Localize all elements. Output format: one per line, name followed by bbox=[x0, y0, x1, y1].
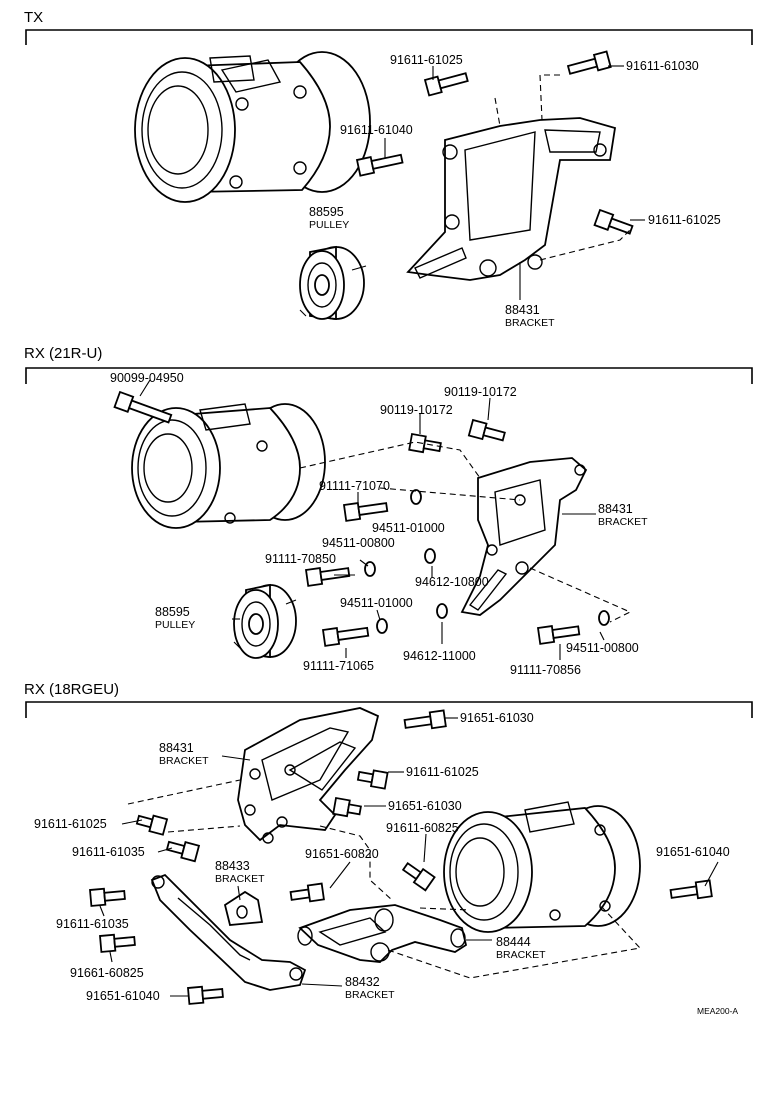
part-number-label: 88444 bbox=[496, 935, 531, 949]
part-number-label: 88595 bbox=[155, 605, 190, 619]
part-number-label: 94511-01000 bbox=[340, 596, 413, 610]
part-number-label: 91611-61025 bbox=[648, 213, 721, 227]
part-number-label: 91611-61040 bbox=[340, 123, 413, 137]
leader-lines bbox=[99, 717, 719, 997]
section-tx: TX bbox=[24, 9, 753, 329]
section-bracket-line-tx bbox=[25, 29, 753, 45]
bracket-illustration bbox=[223, 890, 264, 926]
part-number-label: 91651-61040 bbox=[656, 845, 730, 859]
bracket-illustration bbox=[406, 117, 617, 281]
part-number-label: 91651-61040 bbox=[86, 989, 160, 1003]
section-bracket-line-rx-21r-u bbox=[25, 367, 753, 384]
part-name-label: PULLEY bbox=[309, 219, 349, 231]
part-number-label: 91611-61030 bbox=[626, 59, 699, 73]
part-number-label: 91651-60820 bbox=[305, 847, 379, 861]
section-title-tx: TX bbox=[24, 9, 43, 26]
part-number-label: 90119-10172 bbox=[380, 403, 453, 417]
leader-lines bbox=[384, 65, 645, 300]
compressor-illustration bbox=[131, 403, 326, 529]
part-number-label: 88431 bbox=[598, 502, 633, 516]
part-number-label: 94511-00800 bbox=[566, 641, 639, 655]
part-name-label: BRACKET bbox=[505, 317, 555, 329]
part-number-label: 91111-70850 bbox=[265, 552, 336, 566]
part-number-label: 91661-60825 bbox=[70, 966, 144, 980]
bolt-illustrations bbox=[355, 50, 634, 235]
section-bracket-line-rx-18rgeu bbox=[25, 701, 753, 718]
part-name-label: BRACKET bbox=[598, 516, 648, 528]
part-number-label: 91611-61035 bbox=[72, 845, 145, 859]
part-number-label: 94511-00800 bbox=[322, 536, 395, 550]
compressor-illustration bbox=[443, 801, 641, 933]
part-number-label: 90099-04950 bbox=[110, 371, 184, 385]
part-number-label: 88433 bbox=[215, 859, 250, 873]
bracket-illustration bbox=[237, 707, 380, 844]
section-title-rx-21r-u: RX (21R-U) bbox=[24, 345, 102, 362]
washer-illustrations bbox=[364, 489, 610, 634]
part-number-label: 91651-61030 bbox=[388, 799, 462, 813]
part-name-label: PULLEY bbox=[155, 619, 195, 631]
part-number-label: 88431 bbox=[505, 303, 540, 317]
pulley-illustration bbox=[299, 245, 367, 321]
part-number-label: 88432 bbox=[345, 975, 380, 989]
bracket-illustration bbox=[297, 904, 468, 963]
part-number-label: 91611-61025 bbox=[34, 817, 107, 831]
part-number-label: 94612-10800 bbox=[415, 575, 489, 589]
bolt-illustrations bbox=[89, 709, 713, 1005]
part-number-label: 91611-61025 bbox=[406, 765, 479, 779]
part-name-label: BRACKET bbox=[345, 989, 395, 1001]
part-number-label: 94511-01000 bbox=[372, 521, 445, 535]
pulley-illustration bbox=[233, 583, 297, 659]
part-number-label: 88595 bbox=[309, 205, 344, 219]
section-title-rx-18rgeu: RX (18RGEU) bbox=[24, 681, 119, 698]
bracket-illustration bbox=[460, 457, 588, 616]
diagram-code: MEA200-A bbox=[697, 1006, 738, 1016]
part-number-label: 88431 bbox=[159, 741, 194, 755]
part-name-label: BRACKET bbox=[215, 873, 265, 885]
part-number-label: 90119-10172 bbox=[444, 385, 517, 399]
bracket-illustration bbox=[150, 873, 307, 991]
part-number-label: 94612-11000 bbox=[403, 649, 476, 663]
part-number-label: 91611-60825 bbox=[386, 821, 459, 835]
part-number-label: 91111-70856 bbox=[510, 663, 581, 677]
bolt-illustrations bbox=[113, 390, 610, 647]
part-number-label: 91611-61025 bbox=[390, 53, 463, 67]
section-rx-18rgeu: RX (18RGEU) bbox=[24, 681, 753, 1005]
leader-lines bbox=[139, 379, 632, 660]
part-name-label: BRACKET bbox=[159, 755, 209, 767]
part-number-label: 91611-61035 bbox=[56, 917, 129, 931]
part-number-label: 91111-71065 bbox=[303, 659, 374, 673]
compressor-illustration bbox=[134, 51, 371, 203]
section-rx-21r-u: RX (21R-U) bbox=[24, 345, 753, 677]
part-name-label: BRACKET bbox=[496, 949, 546, 961]
part-number-label: 91111-71070 bbox=[319, 479, 390, 493]
part-number-label: 91651-61030 bbox=[460, 711, 534, 725]
